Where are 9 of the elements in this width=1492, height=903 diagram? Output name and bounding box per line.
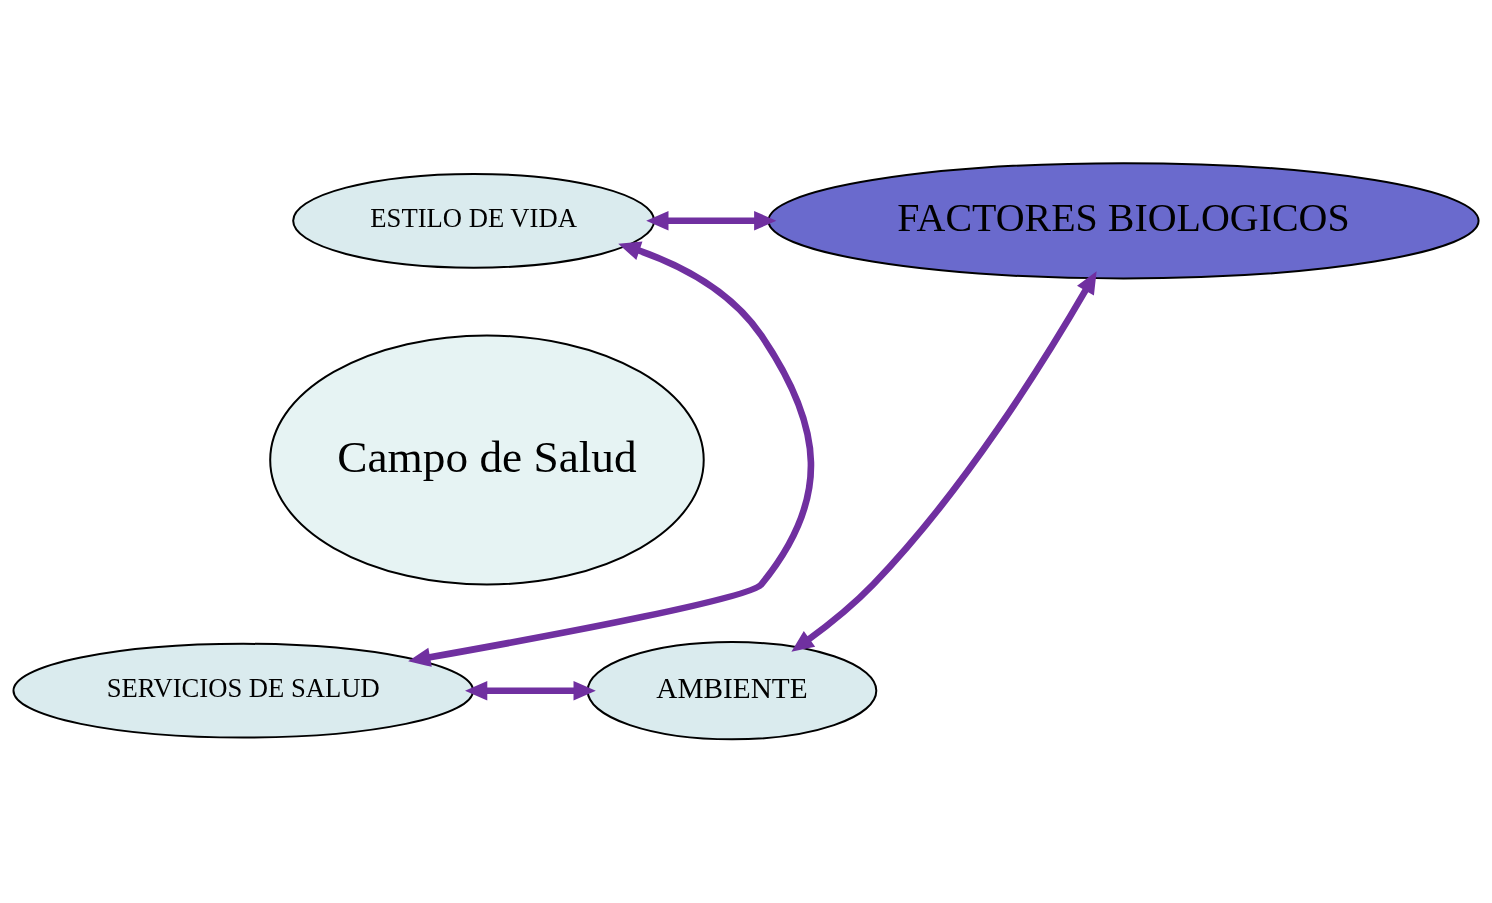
arrow	[465, 680, 596, 701]
node-ellipse: ESTILO DE VIDA	[292, 172, 656, 269]
node-ellipse: Campo de Salud	[269, 334, 705, 586]
node-ellipse: SERVICIOS DE SALUD	[12, 642, 475, 739]
arrow	[408, 241, 815, 667]
node-ellipse: AMBIENTE	[586, 641, 878, 741]
arrow	[791, 271, 1097, 652]
node-ellipse: FACTORES BIOLOGICOS	[767, 162, 1480, 280]
arrow	[646, 211, 777, 231]
